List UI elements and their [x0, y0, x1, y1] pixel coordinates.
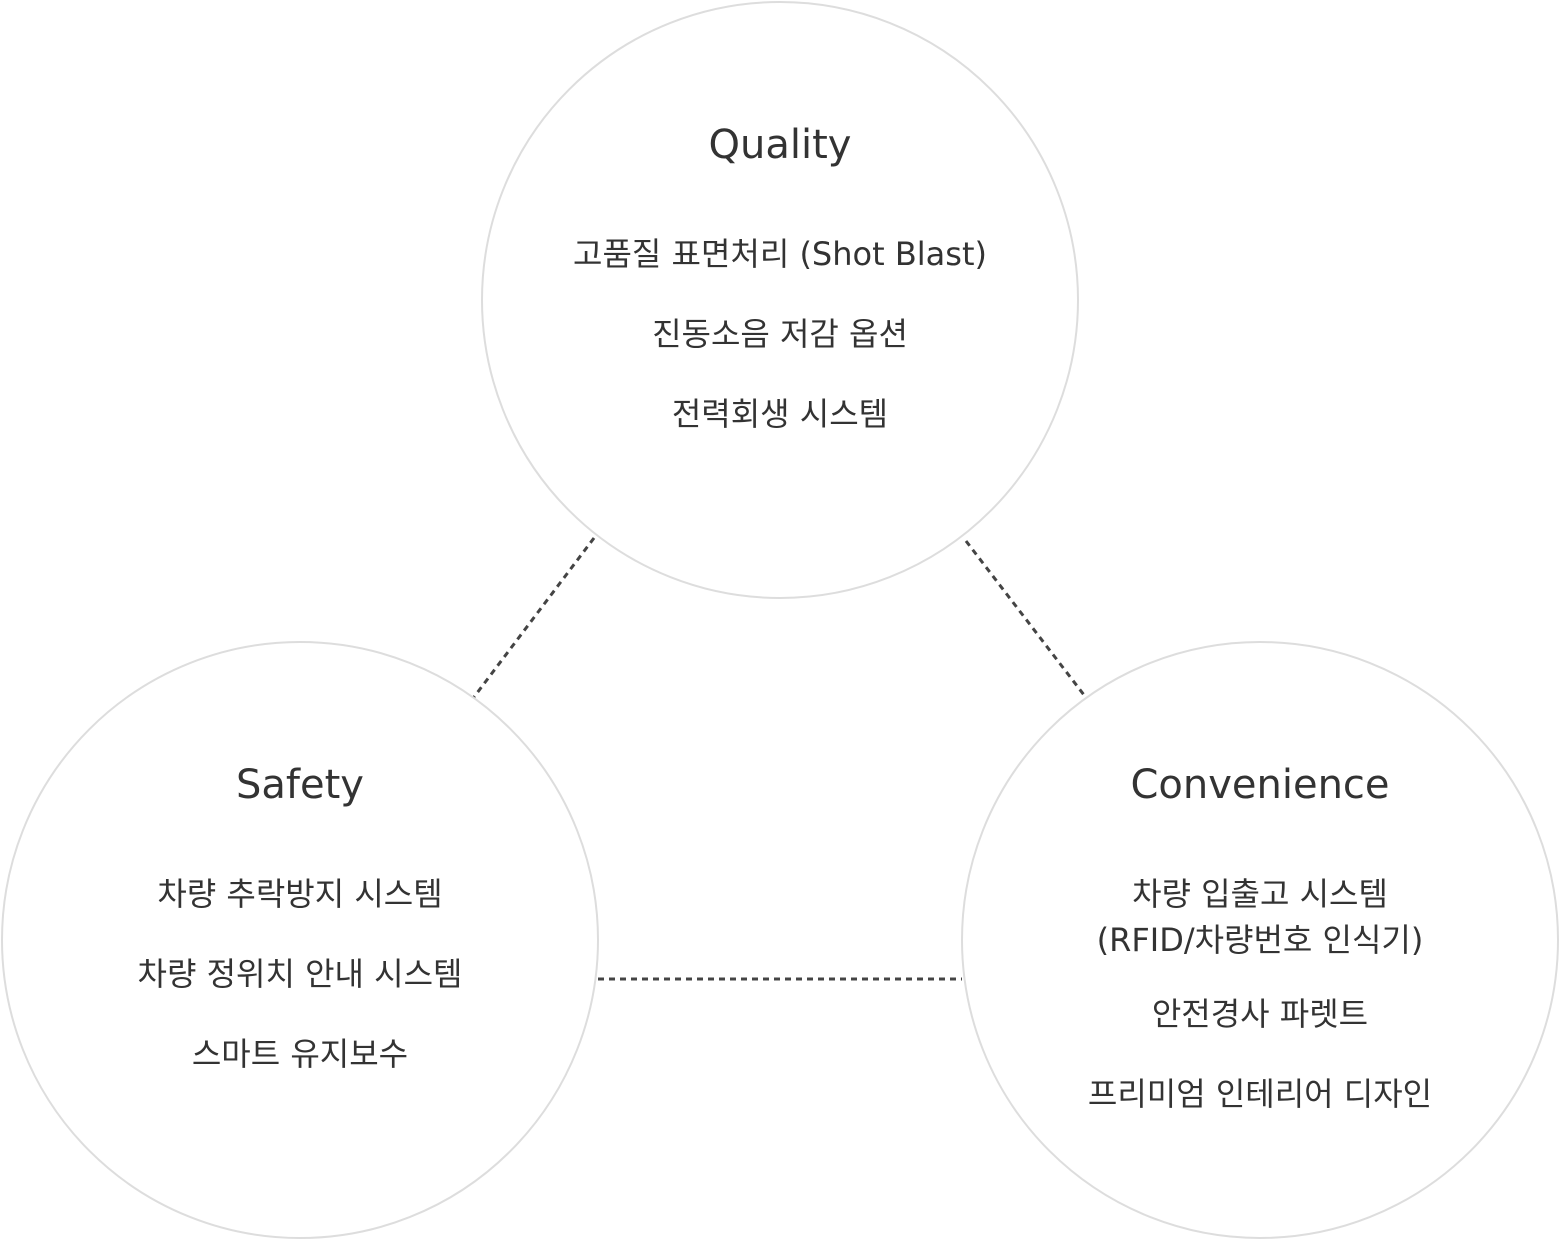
convenience-feature-list: 차량 입출고 시스템 (RFID/차량번호 인식기) 안전경사 파렛트 프리미엄… — [963, 871, 1557, 1117]
safety-feature-item: 차량 추락방지 시스템 — [157, 875, 443, 913]
quality-circle: Quality 고품질 표면처리 (Shot Blast) 진동소음 저감 옵션… — [481, 1, 1079, 599]
convenience-feature-item: 안전경사 파렛트 — [1151, 995, 1369, 1033]
quality-title: Quality — [708, 122, 852, 168]
quality-content: Quality 고품질 표면처리 (Shot Blast) 진동소음 저감 옵션… — [483, 119, 1077, 471]
quality-feature-item: 진동소음 저감 옵션 — [652, 315, 908, 353]
safety-circle: Safety 차량 추락방지 시스템 차량 정위치 안내 시스템 스마트 유지보… — [1, 641, 599, 1239]
connector-quality-safety — [472, 537, 596, 698]
safety-title: Safety — [236, 762, 364, 808]
connector-quality-convenience — [964, 540, 1086, 696]
quality-feature-item: 고품질 표면처리 (Shot Blast) — [573, 235, 987, 273]
convenience-content: Convenience 차량 입출고 시스템 (RFID/차량번호 인식기) 안… — [963, 759, 1557, 1151]
convenience-feature-item: 프리미엄 인테리어 디자인 — [1087, 1075, 1433, 1113]
convenience-title: Convenience — [1130, 762, 1390, 808]
safety-feature-item: 차량 정위치 안내 시스템 — [137, 955, 463, 993]
convenience-feature-item: 차량 입출고 시스템 (RFID/차량번호 인식기) — [1096, 875, 1424, 959]
convenience-circle: Convenience 차량 입출고 시스템 (RFID/차량번호 인식기) 안… — [961, 641, 1559, 1239]
quality-feature-list: 고품질 표면처리 (Shot Blast) 진동소음 저감 옵션 전력회생 시스… — [483, 231, 1077, 437]
quality-feature-item: 전력회생 시스템 — [671, 395, 889, 433]
safety-content: Safety 차량 추락방지 시스템 차량 정위치 안내 시스템 스마트 유지보… — [3, 759, 597, 1111]
safety-feature-item: 스마트 유지보수 — [191, 1035, 409, 1073]
safety-feature-list: 차량 추락방지 시스템 차량 정위치 안내 시스템 스마트 유지보수 — [3, 871, 597, 1077]
